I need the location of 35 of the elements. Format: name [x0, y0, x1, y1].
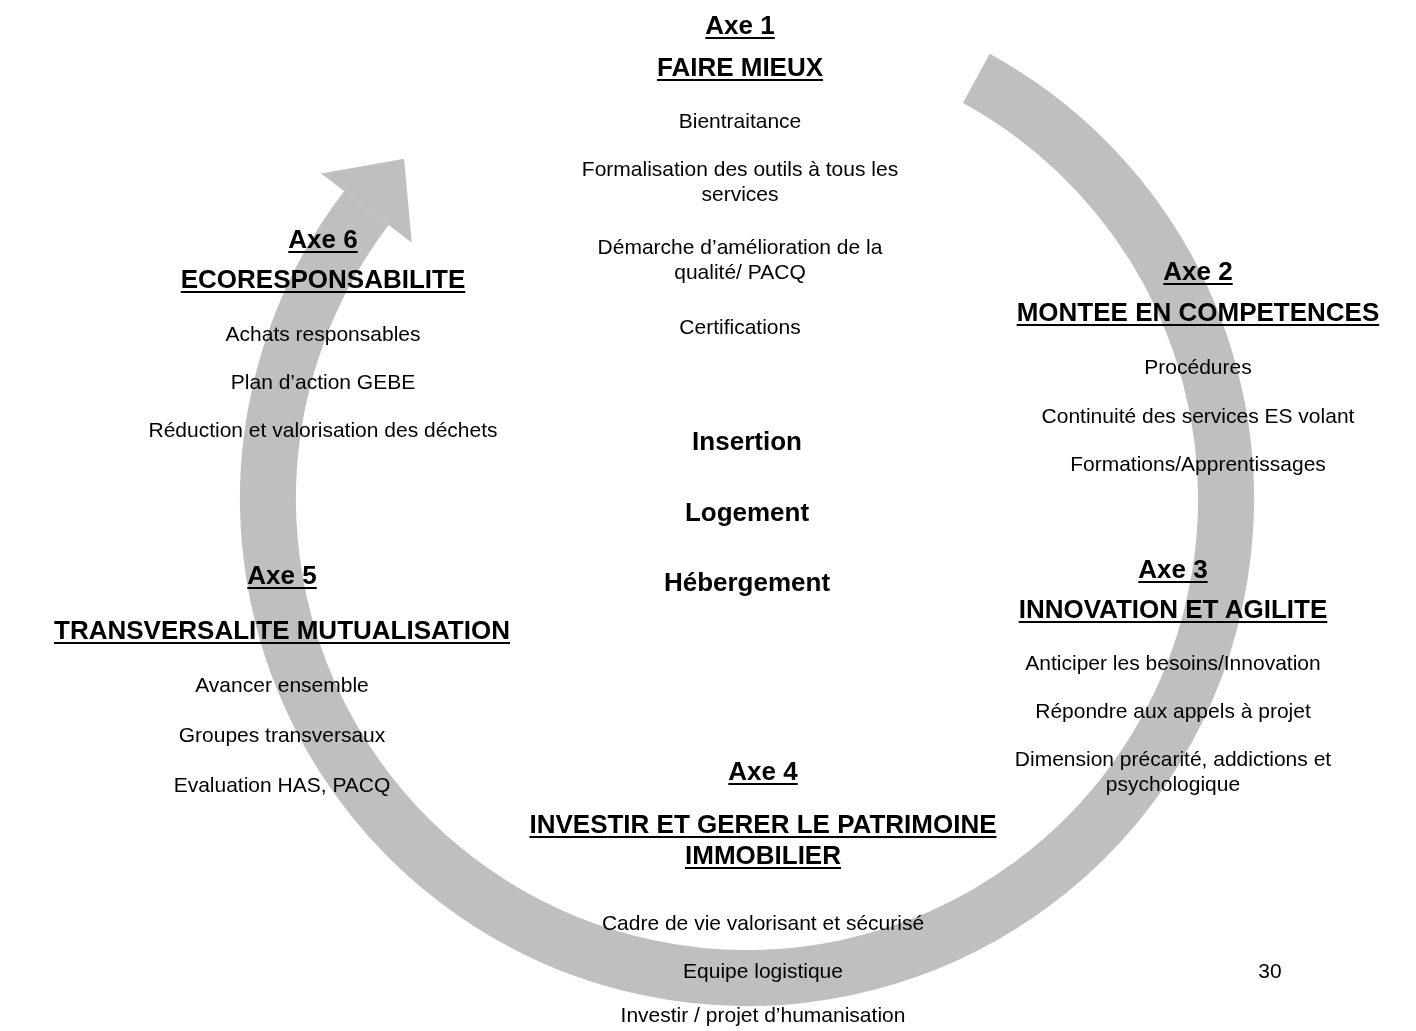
axis-heading: Axe 3	[1138, 554, 1208, 586]
action-item: Plan d’action GEBE	[230, 369, 416, 395]
action-item: Procédures	[1144, 354, 1252, 380]
axis-heading: Axe 1	[705, 10, 775, 42]
axis-heading: Axe 2	[1163, 256, 1233, 288]
axis-heading: TRANSVERSALITE MUTUALISATION	[54, 615, 510, 647]
axis-heading: FAIRE MIEUX	[656, 52, 824, 84]
action-item: Certifications	[679, 314, 801, 340]
action-item: Achats responsables	[225, 321, 421, 347]
center-theme: Hébergement	[663, 567, 831, 599]
page-number: 30	[1258, 958, 1282, 984]
axis-heading: INNOVATION ET AGILITE	[1018, 594, 1328, 626]
axis-heading: Axe 4	[728, 756, 798, 788]
action-item: Investir / projet d’humanisation	[620, 1002, 906, 1028]
axis-heading: INVESTIR ET GERER LE PATRIMOINE IMMOBILIER	[528, 809, 998, 872]
action-item: Groupes transversaux	[178, 722, 386, 748]
action-item: Avancer ensemble	[195, 672, 369, 698]
axis-heading: ECORESPONSABILITE	[180, 264, 466, 296]
action-item: Anticiper les besoins/Innovation	[1025, 650, 1321, 676]
action-item: Continuité des services ES volant	[1041, 403, 1355, 429]
action-item: Cadre de vie valorisant et sécurisé	[601, 910, 925, 936]
center-theme: Logement	[684, 497, 810, 529]
center-theme: Insertion	[692, 426, 802, 458]
action-item: Equipe logistique	[683, 958, 843, 984]
action-item: Réduction et valorisation des déchets	[148, 417, 498, 443]
action-item: Dimension précarité, addictions et psychologique	[1013, 746, 1333, 797]
action-item: Répondre aux appels à projet	[1035, 698, 1311, 724]
action-item: Bientraitance	[678, 108, 802, 134]
axis-heading: MONTEE EN COMPETENCES	[1016, 297, 1380, 329]
axis-heading: Axe 5	[247, 560, 317, 592]
action-item: Evaluation HAS, PACQ	[173, 772, 391, 798]
axis-heading: Axe 6	[288, 224, 358, 256]
action-item: Démarche d’amélioration de la qualité/ PACQ	[596, 234, 884, 285]
action-item: Formalisation des outils à tous les services	[580, 156, 900, 207]
action-item: Formations/Apprentissages	[1070, 451, 1326, 477]
